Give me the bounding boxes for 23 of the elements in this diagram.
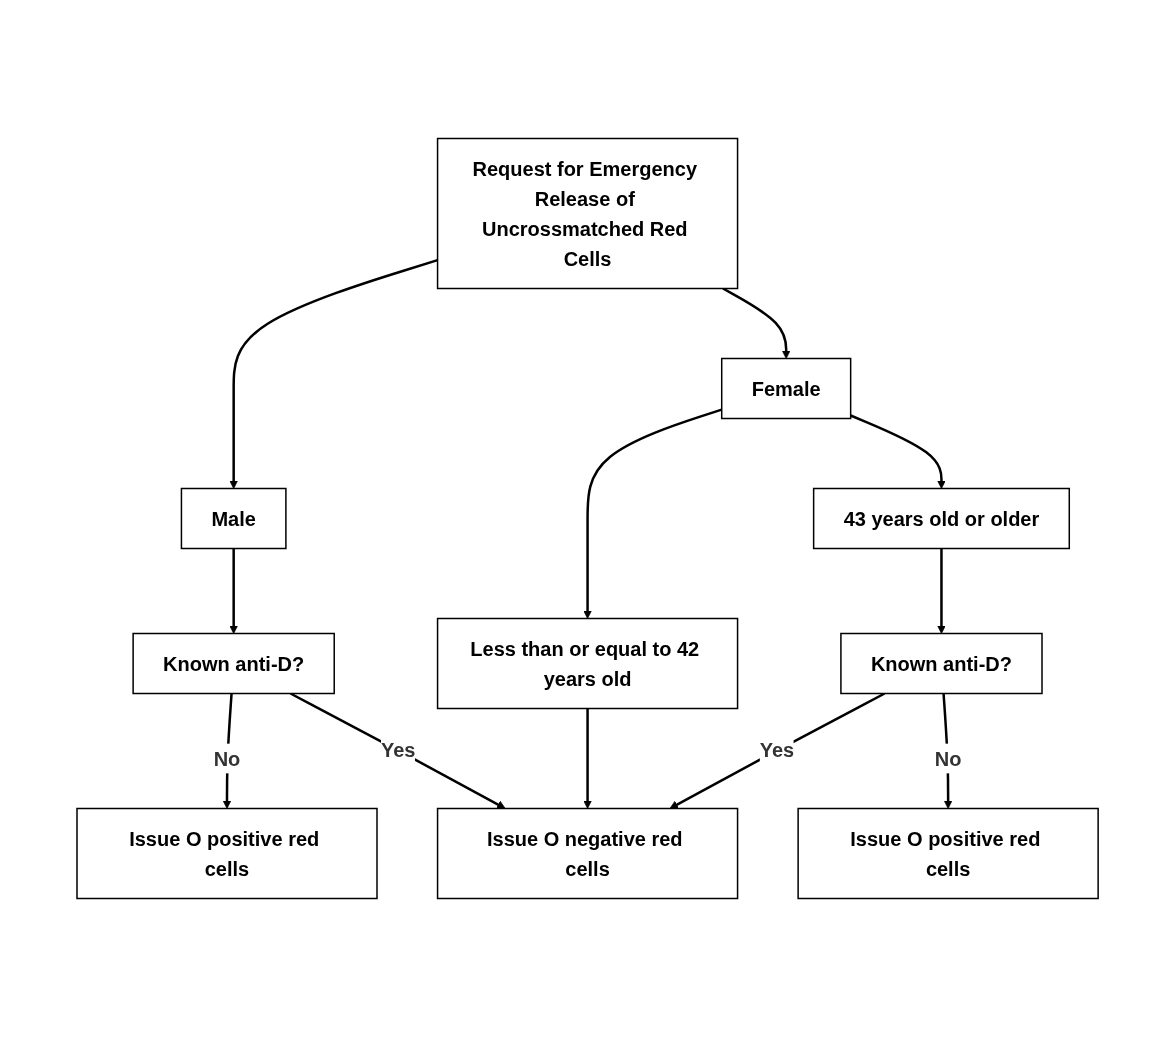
arrow bbox=[850, 414, 947, 489]
arrow bbox=[583, 708, 593, 809]
arrow bbox=[583, 408, 723, 619]
node-box: Less than or equal to 42 years old bbox=[437, 617, 739, 710]
arrow bbox=[229, 548, 239, 634]
node-box: 43 years old or older bbox=[813, 487, 1071, 550]
edge-label: No bbox=[935, 747, 962, 770]
node-box: Request for Emergency Release of Uncrossmatched Red Cells bbox=[437, 137, 739, 290]
edge-label: Yes bbox=[760, 739, 795, 762]
arrow bbox=[669, 692, 886, 809]
arrow bbox=[290, 692, 507, 809]
node-box: Issue O positive red cells bbox=[797, 807, 1100, 900]
node-box: Issue O positive red cells bbox=[76, 807, 379, 900]
node-box: Known anti-D? bbox=[132, 632, 336, 695]
edge-label: Yes bbox=[381, 739, 416, 762]
arrow bbox=[722, 287, 791, 359]
arrow bbox=[937, 548, 947, 634]
node-box: Known anti-D? bbox=[840, 632, 1044, 695]
node-box: Female bbox=[721, 357, 852, 420]
arrow bbox=[229, 258, 439, 489]
node-box: Issue O negative red cells bbox=[437, 807, 739, 900]
node-box: Male bbox=[181, 487, 288, 550]
edge-label: No bbox=[214, 747, 241, 770]
